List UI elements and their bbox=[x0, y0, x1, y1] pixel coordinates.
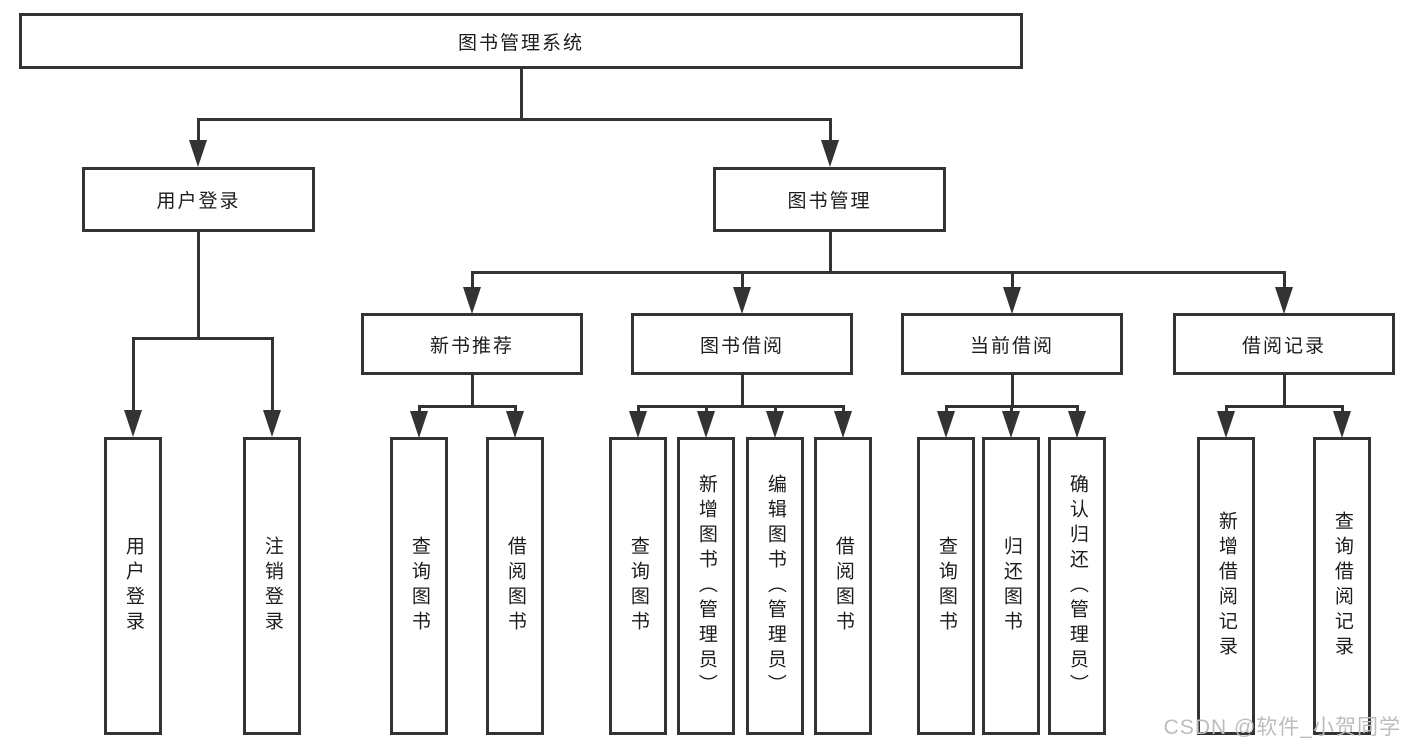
connector-line bbox=[1011, 272, 1014, 290]
connector-line bbox=[520, 69, 523, 121]
arrow-down-icon bbox=[834, 411, 852, 438]
connector-line bbox=[197, 232, 200, 340]
connector-line bbox=[829, 119, 832, 142]
leaf-logout-login: 注销登录 bbox=[243, 437, 301, 735]
connector-line bbox=[1011, 375, 1014, 407]
node-borrowing-records: 借阅记录 bbox=[1173, 313, 1395, 375]
arrow-down-icon bbox=[506, 411, 524, 438]
leaf-edit-books-admin: 编辑图书（管理员） bbox=[746, 437, 804, 735]
arrow-down-icon bbox=[629, 411, 647, 438]
leaf-query-books-current: 查询图书 bbox=[917, 437, 975, 735]
arrow-down-icon bbox=[697, 411, 715, 438]
arrow-down-icon bbox=[263, 410, 281, 437]
connector-line bbox=[1225, 405, 1344, 408]
arrow-down-icon bbox=[821, 140, 839, 167]
arrow-down-icon bbox=[766, 411, 784, 438]
connector-line bbox=[418, 406, 421, 413]
connector-line bbox=[1076, 406, 1079, 413]
arrow-down-icon bbox=[937, 411, 955, 438]
connector-line bbox=[945, 406, 948, 413]
arrow-down-icon bbox=[1068, 411, 1086, 438]
node-current-borrowing: 当前借阅 bbox=[901, 313, 1123, 375]
connector-line bbox=[741, 272, 744, 290]
arrow-down-icon bbox=[1002, 411, 1020, 438]
connector-line bbox=[1010, 406, 1013, 413]
connector-line bbox=[271, 338, 274, 413]
connector-line bbox=[471, 375, 474, 407]
connector-line bbox=[705, 406, 708, 413]
connector-line bbox=[1225, 406, 1228, 413]
connector-line bbox=[637, 406, 640, 413]
connector-line bbox=[829, 232, 832, 274]
leaf-borrow-books-recommend: 借阅图书 bbox=[486, 437, 544, 735]
connector-line bbox=[197, 118, 832, 121]
node-user-login: 用户登录 bbox=[82, 167, 315, 232]
connector-line bbox=[945, 405, 1079, 408]
leaf-borrow-books-borrowing: 借阅图书 bbox=[814, 437, 872, 735]
connector-line bbox=[471, 271, 1286, 274]
node-book-borrowing: 图书借阅 bbox=[631, 313, 853, 375]
arrow-down-icon bbox=[1003, 287, 1021, 314]
connector-line bbox=[741, 375, 744, 407]
leaf-user-login: 用户登录 bbox=[104, 437, 162, 735]
arrow-down-icon bbox=[124, 410, 142, 437]
arrow-down-icon bbox=[1333, 411, 1351, 438]
leaf-confirm-return-admin: 确认归还（管理员） bbox=[1048, 437, 1106, 735]
arrow-down-icon bbox=[1217, 411, 1235, 438]
arrow-down-icon bbox=[463, 287, 481, 314]
connector-line bbox=[132, 338, 135, 413]
leaf-add-books-admin: 新增图书（管理员） bbox=[677, 437, 735, 735]
connector-line bbox=[197, 119, 200, 142]
node-book-management: 图书管理 bbox=[713, 167, 946, 232]
leaf-query-books-recommend: 查询图书 bbox=[390, 437, 448, 735]
arrow-down-icon bbox=[733, 287, 751, 314]
connector-line bbox=[637, 405, 845, 408]
leaf-query-borrow-record: 查询借阅记录 bbox=[1313, 437, 1371, 735]
leaf-query-books-borrowing: 查询图书 bbox=[609, 437, 667, 735]
leaf-return-books: 归还图书 bbox=[982, 437, 1040, 735]
connector-line bbox=[1283, 272, 1286, 290]
connector-line bbox=[1283, 375, 1286, 407]
node-library-management-system: 图书管理系统 bbox=[19, 13, 1023, 69]
connector-line bbox=[471, 272, 474, 290]
leaf-add-borrow-record: 新增借阅记录 bbox=[1197, 437, 1255, 735]
arrow-down-icon bbox=[410, 411, 428, 438]
connector-line bbox=[132, 337, 274, 340]
connector-line bbox=[842, 406, 845, 413]
arrow-down-icon bbox=[1275, 287, 1293, 314]
connector-line bbox=[1341, 406, 1344, 413]
arrow-down-icon bbox=[189, 140, 207, 167]
connector-line bbox=[514, 406, 517, 413]
connector-line bbox=[418, 405, 517, 408]
connector-line bbox=[774, 406, 777, 413]
node-new-book-recommendation: 新书推荐 bbox=[361, 313, 583, 375]
csdn-watermark: CSDN @软件_小贺同学 bbox=[1163, 716, 1401, 739]
